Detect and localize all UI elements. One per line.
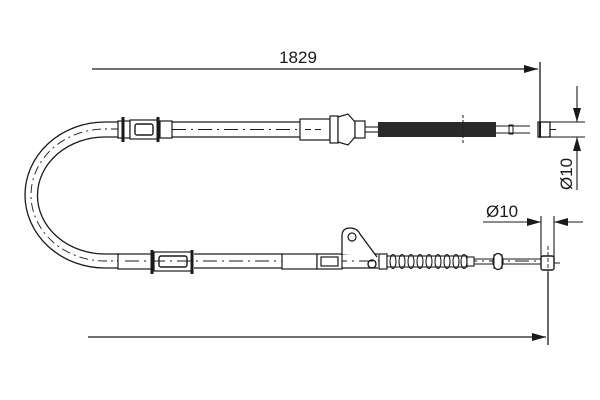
length-label: 1829 xyxy=(279,48,317,67)
bottom-diameter-dimension: Ø10 xyxy=(483,202,583,262)
bottom-cable xyxy=(117,227,560,274)
bottom-diameter-label: Ø10 xyxy=(486,202,518,221)
cable-sheath xyxy=(24,121,120,269)
bottom-length-dimension xyxy=(88,272,549,345)
top-cable xyxy=(117,113,556,146)
top-diameter-label: Ø10 xyxy=(557,158,576,190)
length-dimension: 1829 xyxy=(92,48,541,138)
top-diameter-dimension: Ø10 xyxy=(545,86,585,190)
